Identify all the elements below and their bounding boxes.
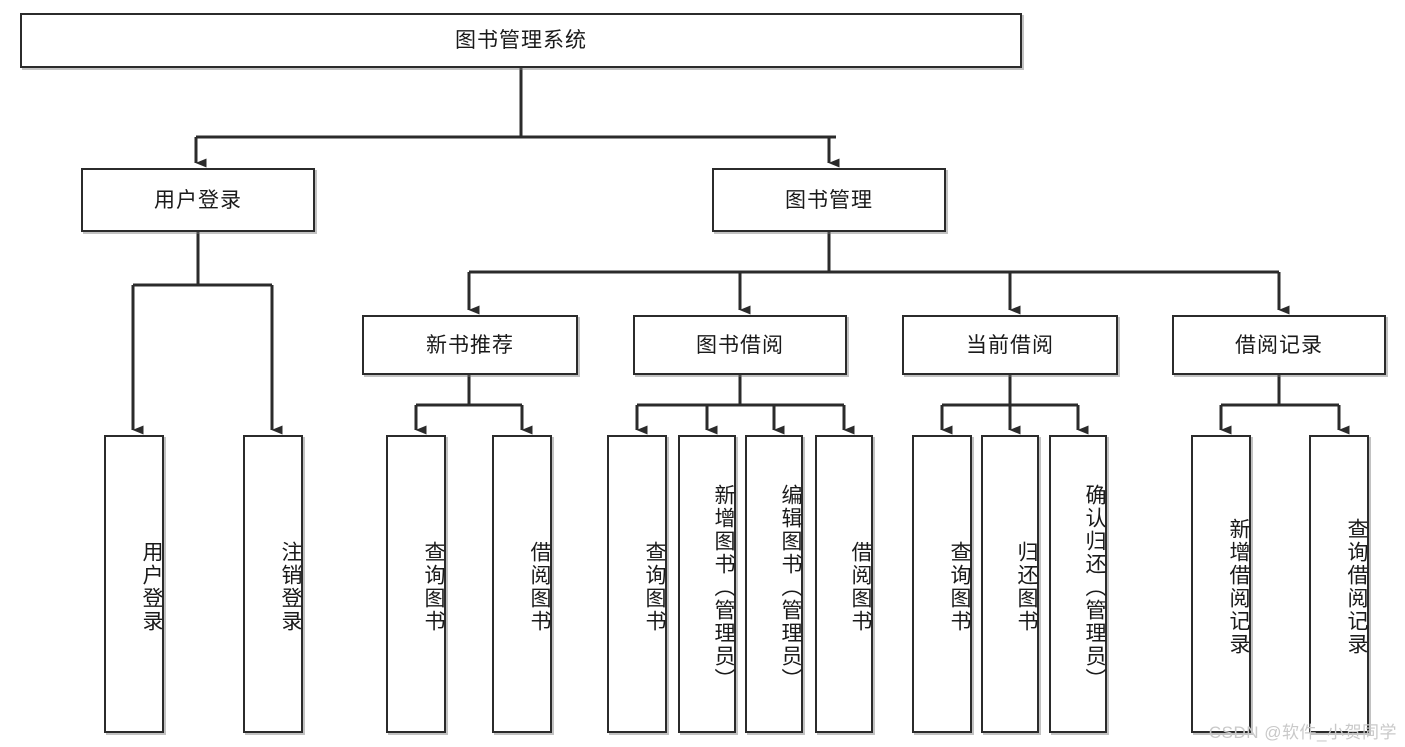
leaf-newbook-query-book[interactable]: 查询图书 [386,435,446,733]
leaf-add-borrow-record[interactable]: 新增借阅记录 [1191,435,1251,733]
leaf-return-book[interactable]: 归还图书 [981,435,1039,733]
node-borrow-record-label: 借阅记录 [1235,333,1323,357]
leaf-logout-label: 注销登录 [279,541,302,633]
leaf-borrow-query-book[interactable]: 查询图书 [607,435,667,733]
node-current-borrow-label: 当前借阅 [966,333,1054,357]
leaf-edit-book-admin-label: 编辑图书（管理员） [779,483,802,691]
leaf-current-query-book-label: 查询图书 [948,541,971,633]
node-new-book-recommend[interactable]: 新书推荐 [362,315,578,375]
node-root[interactable]: 图书管理系统 [20,13,1022,68]
leaf-return-book-label: 归还图书 [1015,541,1038,633]
node-book-borrow-label: 图书借阅 [696,333,784,357]
node-book-borrow[interactable]: 图书借阅 [633,315,847,375]
leaf-newbook-borrow-book-label: 借阅图书 [528,541,551,633]
leaf-logout[interactable]: 注销登录 [243,435,303,733]
leaf-newbook-borrow-book[interactable]: 借阅图书 [492,435,552,733]
leaf-user-login[interactable]: 用户登录 [104,435,164,733]
node-current-borrow[interactable]: 当前借阅 [902,315,1118,375]
leaf-borrow-book-label: 借阅图书 [849,541,872,633]
node-user-login-label: 用户登录 [154,188,242,212]
leaf-confirm-return-admin[interactable]: 确认归还（管理员） [1049,435,1107,733]
leaf-edit-book-admin[interactable]: 编辑图书（管理员） [745,435,803,733]
leaf-newbook-query-book-label: 查询图书 [422,541,445,633]
leaf-add-book-admin[interactable]: 新增图书（管理员） [678,435,736,733]
leaf-add-borrow-record-label: 新增借阅记录 [1227,518,1250,656]
node-root-label: 图书管理系统 [455,29,587,52]
node-book-management[interactable]: 图书管理 [712,168,946,232]
node-new-book-recommend-label: 新书推荐 [426,333,514,357]
leaf-borrow-query-book-label: 查询图书 [643,541,666,633]
leaf-user-login-label: 用户登录 [140,541,163,633]
leaf-query-borrow-record[interactable]: 查询借阅记录 [1309,435,1369,733]
leaf-add-book-admin-label: 新增图书（管理员） [712,483,735,691]
leaf-current-query-book[interactable]: 查询图书 [912,435,972,733]
leaf-borrow-book[interactable]: 借阅图书 [815,435,873,733]
leaf-confirm-return-admin-label: 确认归还（管理员） [1083,483,1106,691]
node-book-management-label: 图书管理 [785,188,873,212]
node-borrow-record[interactable]: 借阅记录 [1172,315,1386,375]
node-user-login[interactable]: 用户登录 [81,168,315,232]
leaf-query-borrow-record-label: 查询借阅记录 [1345,518,1368,656]
